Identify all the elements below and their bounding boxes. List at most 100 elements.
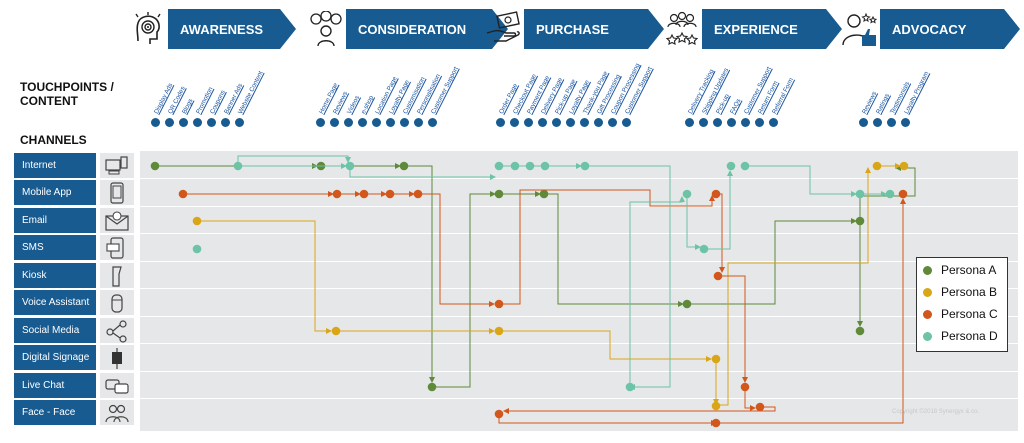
stage-arrow [1004, 9, 1020, 49]
persona-flow-line [629, 196, 685, 387]
persona-touchpoint-dot [192, 216, 202, 226]
persona-touchpoint-dot [740, 382, 750, 392]
stage-banner: PURCHASE [524, 9, 648, 49]
purchase-hand-money-icon [486, 11, 522, 47]
row-separator [140, 316, 1018, 317]
touchpoint-dot [698, 118, 708, 127]
persona-flow-line [686, 194, 701, 250]
touchpoint-dot [593, 118, 603, 127]
legend-item-persona-a: Persona A [923, 262, 996, 278]
row-separator [140, 206, 1018, 207]
persona-touchpoint-dot [494, 299, 504, 309]
persona-touchpoint-dot [510, 161, 520, 171]
row-separator [140, 398, 1018, 399]
touchpoint-dot [315, 118, 325, 127]
stage-arrow [826, 9, 842, 49]
face-to-face-people-icon [100, 400, 134, 425]
persona-flow-line [859, 165, 916, 221]
touchpoint-dot [858, 118, 868, 127]
channels-heading: CHANNELS [20, 133, 87, 147]
stage-arrow [648, 9, 664, 49]
touchpoint-dot [579, 118, 589, 127]
channel-label: Live Chat [14, 373, 96, 398]
touchpoint-dot [886, 118, 896, 127]
touchpoint-dot [726, 118, 736, 127]
persona-touchpoint-dot [711, 401, 721, 411]
persona-touchpoint-dot [359, 189, 369, 199]
persona-flow-line [544, 193, 684, 307]
persona-touchpoint-dot [332, 189, 342, 199]
legend-label: Persona B [941, 285, 998, 299]
persona-flow-line [585, 165, 671, 390]
touchpoint-dot [684, 118, 694, 127]
touchpoint-dot [178, 118, 188, 127]
persona-touchpoint-dot [699, 244, 709, 254]
legend-item-persona-b: Persona B [923, 284, 997, 300]
legend-item-persona-d: Persona D [923, 328, 998, 344]
legend-label: Persona A [941, 263, 997, 277]
touchpoint-dot [754, 118, 764, 127]
persona-touchpoint-dot [711, 418, 721, 428]
persona-touchpoint-dot [345, 161, 355, 171]
touchpoint-dot [357, 118, 367, 127]
touchpoint-dot [900, 118, 910, 127]
touchpoint-dot [872, 118, 882, 127]
persona-touchpoint-dot [494, 161, 504, 171]
persona-touchpoint-dot [413, 189, 423, 199]
channel-label: Face - Face [14, 400, 96, 425]
persona-flow-line [716, 167, 871, 406]
touchpoint-dot [220, 118, 230, 127]
persona-touchpoint-dot [539, 189, 549, 199]
persona-flow-line [503, 406, 776, 414]
touchpoint-dot [495, 118, 505, 127]
touchpoint-dot [234, 118, 244, 127]
touchpoint-dot [509, 118, 519, 127]
stage-banner: AWARENESS [168, 9, 280, 49]
touchpoint-dot [740, 118, 750, 127]
persona-touchpoint-dot [540, 161, 550, 171]
legend-label: Persona D [941, 329, 998, 343]
channel-label: Digital Signage [14, 345, 96, 370]
persona-touchpoint-dot [755, 402, 765, 412]
touchpoint-dot [385, 118, 395, 127]
persona-touchpoint-dot [711, 189, 721, 199]
persona-flow-line [718, 275, 748, 383]
legend-dot [923, 309, 932, 319]
persona-touchpoint-dot [740, 161, 750, 171]
stage-arrow [280, 9, 296, 49]
persona-flow-line [404, 165, 435, 383]
copyright-text: Copyright ©2018 Synergyx & co. [892, 409, 980, 415]
row-separator [140, 178, 1018, 179]
persona-flow-line [745, 165, 857, 197]
touchpoint-dot [607, 118, 617, 127]
touchpoints-heading-line1: TOUCHPOINTS / [20, 80, 114, 94]
row-separator [140, 371, 1018, 372]
stage-banner: ADVOCACY [880, 9, 1004, 49]
persona-flow-line [197, 220, 332, 334]
touchpoint-dot [551, 118, 561, 127]
persona-touchpoint-dot [855, 189, 865, 199]
touchpoint-dot [399, 118, 409, 127]
persona-touchpoint-dot [726, 161, 736, 171]
social-share-icon [100, 318, 134, 343]
persona-flow-line [499, 189, 715, 305]
touchpoint-dot [565, 118, 575, 127]
row-separator [140, 343, 1018, 344]
persona-touchpoint-dot [682, 299, 692, 309]
persona-touchpoint-dot [233, 161, 243, 171]
persona-flow-line [744, 387, 756, 411]
persona-touchpoint-dot [872, 161, 882, 171]
row-separator [140, 233, 1018, 234]
persona-touchpoint-dot [855, 216, 865, 226]
persona-touchpoint-dot [494, 326, 504, 336]
channel-label: Social Media [14, 318, 96, 343]
persona-touchpoint-dot [711, 354, 721, 364]
live-chat-bubbles-icon [100, 373, 134, 398]
touchpoint-dot [413, 118, 423, 127]
advocacy-thumbs-up-icon [842, 11, 878, 47]
channel-label: Voice Assistant [14, 290, 96, 315]
consideration-people-thinking-icon [308, 10, 344, 47]
stage-banner: EXPERIENCE [702, 9, 826, 49]
awareness-head-target-icon [130, 11, 166, 47]
